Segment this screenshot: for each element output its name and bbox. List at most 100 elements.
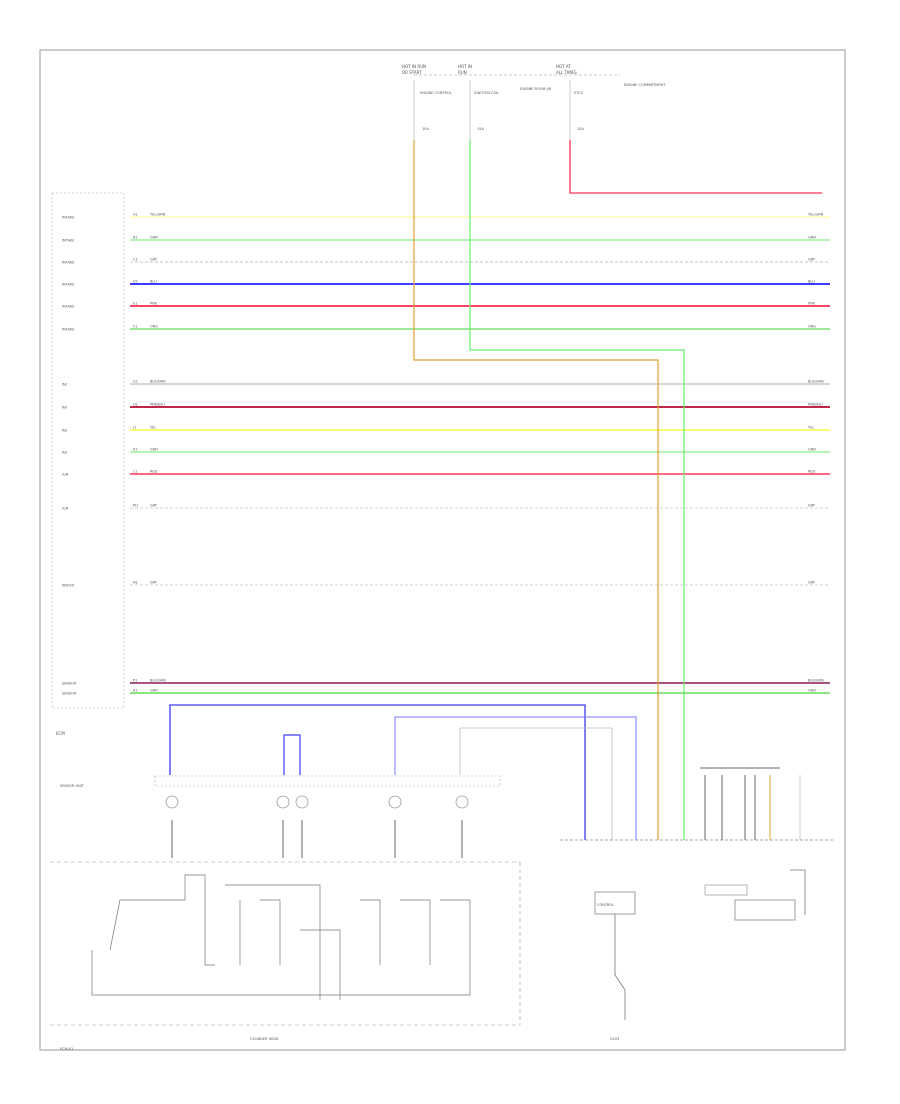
row-label: INJ [62, 383, 67, 387]
row-wire-color: PNK [150, 302, 158, 306]
row-label: INTAKE [62, 239, 74, 243]
row-wire-color-end: RED [808, 470, 816, 474]
row-wire-color: GRN [150, 448, 158, 452]
fuse-2: HOT IN RUN IGNITION COIL 15A [458, 64, 499, 140]
sensor-circle [165, 795, 179, 809]
row-pin: A1 [133, 213, 138, 217]
fuse-3-name: ETCS [574, 91, 584, 95]
fuse-3: HOT AT ALL TIMES ETCS 10A [556, 64, 584, 140]
fuse-2-top: HOT IN [458, 64, 472, 69]
row-pin: P1 [133, 679, 137, 683]
fuse-1-sub: OR START [402, 70, 422, 75]
row-wire-color: GRN [150, 689, 158, 693]
sensor-circle [276, 795, 290, 809]
connector-note: ENGINE COMPARTMENT [624, 83, 666, 87]
row-label: IGN [62, 507, 69, 511]
row-pin: J1 [132, 426, 136, 430]
fuse-2-rating: 15A [477, 127, 484, 131]
blue-jumper-wire [283, 734, 301, 775]
ecm-label: ECM [56, 731, 65, 736]
row-wire-color-end: GRY [808, 258, 816, 262]
red-feed-wire [569, 140, 822, 194]
row-wire-color: YEL/GRN [150, 213, 166, 217]
row-wire-color: BLK/GRN [150, 380, 166, 384]
row-label: INTAKE [62, 216, 74, 220]
row-wire-color: GRY [150, 581, 158, 585]
row-wire-color-end: GRN [808, 448, 816, 452]
row-pin: N1 [133, 581, 138, 585]
row-label: INTAKE [62, 283, 74, 287]
actuator-label: CONTROL [597, 903, 614, 907]
coil-circuit [91, 874, 471, 1000]
row-wire-color: YEL [150, 426, 156, 430]
row-wire-color-end: ORG [808, 325, 816, 329]
fuse-2-sub: RUN [458, 70, 467, 75]
sensor-block [154, 775, 501, 787]
row-pin: R1 [133, 689, 138, 693]
row-wire-color: PNK/BLU [150, 403, 165, 407]
row-pin: C1 [133, 258, 138, 262]
row-wire-color-end: GRN [808, 689, 816, 693]
sensor-circle [388, 795, 402, 809]
row-wire-color-end: BLK/GRN [808, 380, 824, 384]
row-label: INJ [62, 429, 67, 433]
row-label: IGN [62, 473, 69, 477]
control-box-2 [704, 884, 748, 896]
fuse-1-name: ENGINE CONTROL [420, 91, 452, 95]
row-wire-color-end: GRY [808, 581, 816, 585]
blue-loop-wire [169, 704, 586, 840]
blue-loop-wire-2 [394, 716, 637, 840]
ground-label: G103 [610, 1037, 619, 1041]
row-wire-color: RED [150, 470, 158, 474]
page-id: ECM-01 [60, 1047, 73, 1051]
fuse-1: HOT IN RUN OR START ENGINE CONTROL 10A [402, 64, 452, 140]
row-pin: F1 [133, 325, 137, 329]
row-wire-color: GRY [150, 258, 158, 262]
row-pin: K1 [133, 448, 138, 452]
sensor-block-label: SENSOR UNIT [60, 784, 85, 788]
sensor-circle [455, 795, 469, 809]
row-wire-color: BLK/GRN [150, 679, 166, 683]
row-wire-color: GRY [150, 504, 158, 508]
sensor-circle [295, 795, 309, 809]
row-wire-color: ORG [150, 325, 158, 329]
row-wire-color-end: YEL/GRN [808, 213, 824, 217]
row-wire-color-end: BLK/GRN [808, 679, 824, 683]
row-wire-color-end: PNK [808, 302, 816, 306]
fuse-3-sub: ALL TIMES [556, 70, 577, 75]
row-label: SENSOR [62, 682, 77, 686]
row-label: INTAKE [62, 328, 74, 332]
row-wire-color: GRN [150, 236, 158, 240]
row-pin: B1 [133, 236, 138, 240]
row-pin: L1 [133, 470, 137, 474]
row-label: SENSOR [62, 692, 77, 696]
gray-wire [459, 727, 613, 840]
row-label: INTAKE [62, 261, 74, 265]
row-wire-color-end: PNK/BLU [808, 403, 823, 407]
row-wire-color-end: YEL [808, 426, 814, 430]
fuse-1-rating: 10A [422, 127, 429, 131]
row-pin: H1 [133, 403, 138, 407]
control-box [734, 899, 796, 921]
sensor-circles [165, 795, 469, 809]
row-wire-color-end: GRN [808, 236, 816, 240]
row-wire-color-end: BLU [808, 280, 815, 284]
row-label: INJ [62, 451, 67, 455]
row-pin: M1 [133, 504, 138, 508]
row-wire-color: BLU [150, 280, 157, 284]
orange-feed-wire [413, 140, 659, 840]
fuse-block-label: ENGINE ROOM J/B [520, 87, 552, 91]
row-label: INTAKE [62, 305, 74, 309]
ecm-box [51, 192, 125, 709]
row-pin: D1 [133, 280, 138, 284]
row-pin: E1 [133, 302, 137, 306]
diagram-frame [39, 49, 846, 1051]
fuse-3-top: HOT AT [556, 64, 571, 69]
fuse-3-rating: 10A [577, 127, 584, 131]
fuse-1-top: HOT IN RUN [402, 64, 426, 69]
row-label: INJ [62, 406, 67, 410]
row-pin: G1 [133, 380, 138, 384]
